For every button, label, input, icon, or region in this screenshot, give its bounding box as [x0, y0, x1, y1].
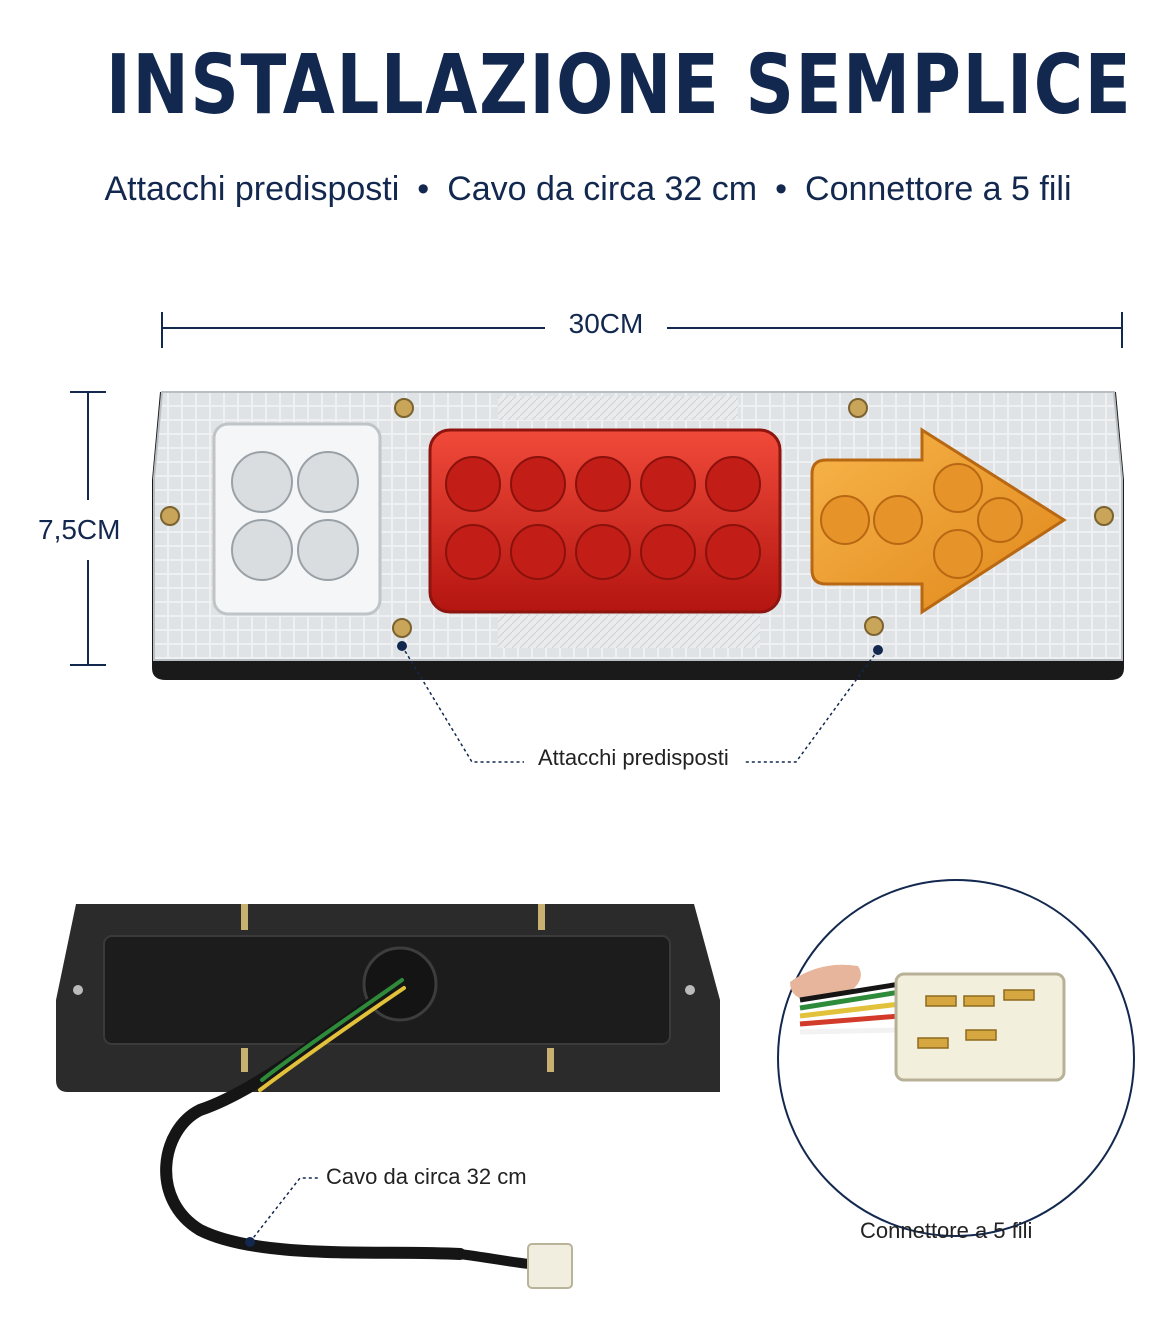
- mounts-callout: [397, 641, 883, 763]
- feature-connector: Connettore a 5 fili: [805, 170, 1072, 208]
- bullet-separator: •: [417, 170, 430, 208]
- mounts-label: Attacchi predisposti: [538, 745, 729, 770]
- cable-callout: [245, 1177, 318, 1247]
- height-dimension: [70, 391, 106, 666]
- width-dimension: [161, 312, 1123, 348]
- height-label: 7,5CM: [38, 514, 121, 545]
- cable: [160, 978, 573, 1289]
- cable-label: Cavo da circa 32 cm: [326, 1164, 527, 1189]
- connector-label: Connettore a 5 fili: [860, 1218, 1033, 1243]
- feature-cable: Cavo da circa 32 cm: [447, 170, 758, 208]
- page-title: INSTALLAZIONE SEMPLICE: [105, 38, 1133, 133]
- width-label: 30CM: [568, 308, 644, 339]
- connector-zoom: [777, 879, 1135, 1237]
- tail-light-front: [152, 391, 1124, 680]
- bullet-separator: •: [775, 170, 788, 208]
- feature-subtitle: Attacchi predisposti • Cavo da circa 32 cm…: [0, 170, 1176, 209]
- feature-mounts: Attacchi predisposti: [104, 170, 400, 208]
